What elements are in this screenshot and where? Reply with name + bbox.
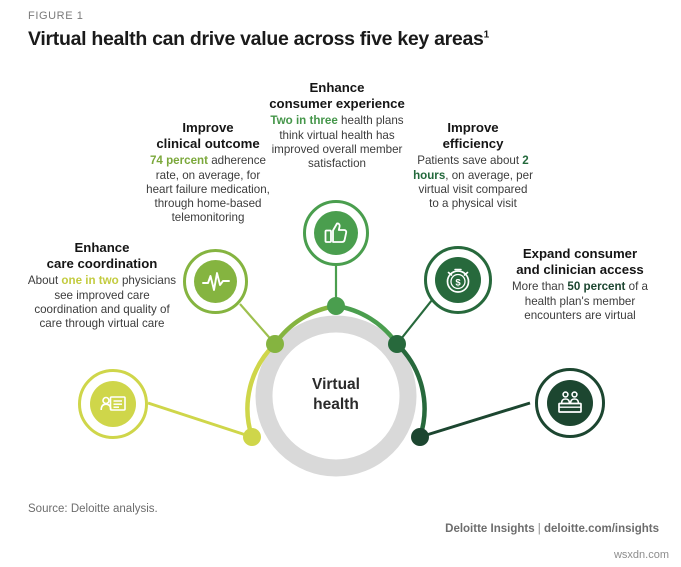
- arc-dot-care: [243, 428, 261, 446]
- node-heading-line1: Improve: [182, 120, 234, 135]
- hub-label-line1: Virtual: [312, 376, 360, 393]
- node-body-highlight: 2 hours: [413, 154, 529, 182]
- node-text-consumer-clinician-access: Expand consumer and clinician access Mor…: [505, 246, 655, 323]
- node-heading: Expand consumer and clinician access: [505, 246, 655, 278]
- node-body-highlight: 74 percent: [149, 154, 208, 168]
- node-heading-line2: and clinician access: [516, 262, 644, 278]
- node-text-efficiency: Improve efficiency Patients save about 2…: [413, 120, 533, 211]
- patient-consult-glyph: [100, 396, 126, 411]
- arc-segment-clinical: [272, 303, 339, 347]
- brand-name: Deloitte Insights: [445, 523, 535, 535]
- source-note: Source: Deloitte analysis.: [28, 503, 158, 515]
- arc-segment-care: [245, 341, 278, 440]
- connector-care: [147, 401, 253, 439]
- footer-separator: |: [534, 523, 544, 535]
- thumbs-up-icon: [314, 211, 358, 255]
- node-heading: Enhance care coordination: [22, 240, 182, 272]
- node-icon-clinical-outcome[interactable]: [183, 249, 248, 314]
- node-body-highlight: 50 percent: [567, 280, 626, 294]
- watermark: wsxdn.com: [613, 549, 669, 561]
- node-heading-line2: care coordination: [46, 256, 158, 272]
- node-heading: Improve efficiency: [413, 120, 533, 152]
- node-heading: Improve clinical outcome: [143, 120, 273, 152]
- page-title: Virtual health can drive value across fi…: [28, 28, 489, 51]
- arc-segment-consumer: [333, 303, 400, 347]
- node-heading-line1: Improve: [447, 120, 499, 135]
- figure-label: FIGURE 1: [28, 10, 84, 22]
- svg-text:$: $: [455, 277, 461, 288]
- hub-label: Virtual health: [280, 375, 392, 415]
- node-heading-line1: Enhance: [74, 240, 130, 255]
- node-text-consumer-experience: Enhance consumer experience Two in three…: [267, 80, 407, 171]
- node-text-care-coordination: Enhance care coordination About one in t…: [22, 240, 182, 331]
- node-heading-line1: Expand consumer: [522, 246, 638, 261]
- arc-dot-efficiency: [388, 335, 406, 353]
- node-body-after: physicians see improved care coordinatio…: [34, 274, 177, 331]
- node-body-before: Patients save about: [417, 154, 523, 168]
- node-heading-line1: Enhance: [309, 80, 365, 95]
- node-body-highlight: one in two: [61, 274, 119, 288]
- node-body-before: More than: [512, 280, 568, 294]
- node-heading-line2: clinical outcome: [156, 136, 260, 152]
- node-body-after: , on average, per virtual visit compared…: [418, 168, 533, 211]
- node-body-after: of a health plan's member encounters are…: [524, 280, 648, 322]
- node-heading-line2: consumer experience: [269, 96, 405, 112]
- people-counter-glyph: [558, 391, 582, 413]
- arc-dot-access: [411, 428, 429, 446]
- arc-segment-efficiency: [394, 341, 427, 440]
- node-icon-consumer-clinician-access[interactable]: [535, 368, 605, 438]
- page-title-text: Virtual health can drive value across fi…: [28, 28, 484, 50]
- arc-dot-consumer: [327, 297, 345, 315]
- node-heading: Enhance consumer experience: [267, 80, 407, 112]
- node-body-after: adherence rate, on average, for heart fa…: [146, 154, 270, 225]
- node-text-clinical-outcome: Improve clinical outcome 74 percent adhe…: [143, 120, 273, 225]
- node-icon-efficiency[interactable]: $: [424, 246, 492, 314]
- arc-dot-clinical: [266, 335, 284, 353]
- connector-access: [419, 401, 531, 439]
- page-title-footnote: 1: [483, 29, 490, 41]
- heartbeat-pulse-glyph: [201, 271, 230, 291]
- node-heading-line2: efficiency: [442, 136, 504, 152]
- brand-url[interactable]: deloitte.com/insights: [543, 523, 659, 535]
- node-icon-care-coordination[interactable]: [78, 369, 148, 439]
- clock-dollar-glyph: $: [446, 268, 470, 293]
- node-body-after: health plans think virtual health has im…: [271, 114, 404, 171]
- node-body-highlight: Two in three: [270, 114, 338, 128]
- node-body-before: About: [27, 274, 62, 288]
- node-icon-consumer-experience[interactable]: [303, 200, 369, 266]
- thumbs-up-glyph: [324, 222, 348, 243]
- clock-dollar-icon: $: [435, 257, 481, 303]
- hub-label-line2: health: [313, 396, 359, 413]
- deloitte-insights-footer: Deloitte Insights | deloitte.com/insight…: [445, 523, 659, 535]
- patient-consult-icon: [90, 381, 136, 427]
- heartbeat-pulse-icon: [194, 260, 237, 303]
- people-counter-icon: [547, 380, 593, 426]
